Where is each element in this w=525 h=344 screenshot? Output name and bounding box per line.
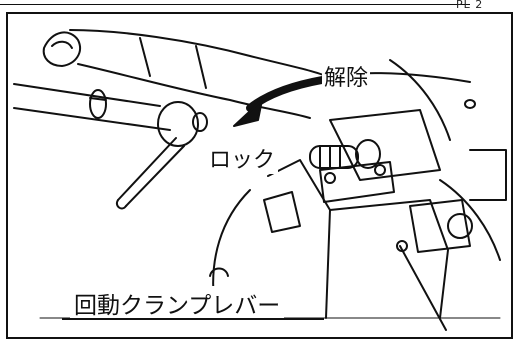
right-body-edge	[389, 59, 451, 141]
lower-box	[409, 199, 471, 253]
lower-rod	[399, 245, 447, 331]
switch-base	[355, 139, 381, 169]
upper-body-fold2	[195, 45, 207, 89]
upper-body-fold	[139, 37, 151, 77]
lower-dial	[447, 213, 473, 239]
screw-left	[324, 172, 336, 184]
upper-knob	[42, 31, 81, 67]
upper-body-lower	[77, 63, 311, 119]
lock-label: ロック	[206, 142, 279, 174]
release-arrow-shaft	[246, 76, 326, 112]
shaft-collar	[89, 89, 107, 119]
shaft-top	[13, 83, 161, 107]
right-curve	[439, 179, 501, 261]
lower-housing	[329, 199, 449, 319]
guard-inner	[267, 159, 331, 319]
page-corner-mark: PL 2	[456, 0, 484, 11]
upper-body-top	[69, 29, 331, 79]
right-dot	[464, 99, 476, 109]
top-rule	[0, 4, 470, 5]
release-label: 解除	[322, 60, 371, 92]
collar-ring	[89, 97, 107, 101]
right-panel	[329, 109, 441, 181]
rotary-clamp-lever-label: 回動クランプレバー	[70, 286, 285, 320]
lever-handle-b	[125, 145, 185, 207]
clamp-hub	[157, 101, 199, 147]
knob-ring	[51, 40, 73, 49]
screw-right	[374, 164, 386, 176]
switch-grip	[319, 145, 341, 169]
clamp-bolt	[192, 112, 208, 132]
release-arrow-head	[233, 99, 263, 127]
label-underline	[62, 318, 324, 320]
guard-window	[263, 191, 301, 233]
lever-handle-a	[117, 137, 177, 201]
lower-pin	[396, 240, 408, 252]
guard-outline	[212, 189, 251, 301]
hand-knob	[209, 267, 229, 277]
right-bracket	[469, 149, 507, 201]
shaft-bottom	[13, 107, 171, 131]
switch-knob	[309, 145, 359, 169]
mount-plate	[319, 161, 395, 203]
lever-handle-end	[116, 199, 127, 210]
